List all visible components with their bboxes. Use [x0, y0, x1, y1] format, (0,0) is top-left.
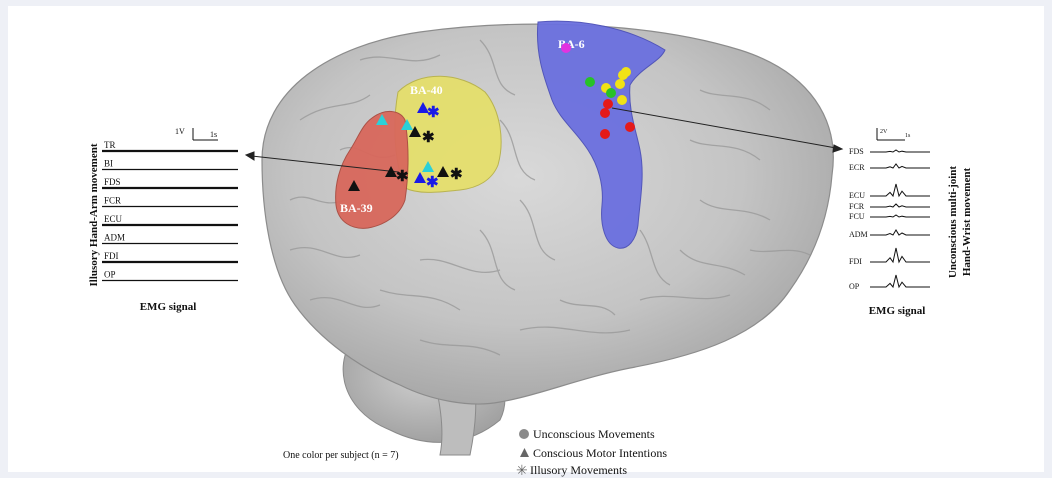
left-emg-panel: Illusory Hand-Arm movement 1V 1s TR BI FDS… — [88, 127, 238, 313]
marker-asterisk: ✱ — [450, 167, 463, 183]
right-muscle-label: FDI — [849, 257, 862, 266]
marker-circle — [561, 43, 571, 53]
right-traces: FDS ECR ECU FCRFCU ADM FDI OP — [849, 147, 930, 291]
right-muscle-label: FCR — [849, 202, 865, 211]
marker-circle — [603, 99, 613, 109]
right-footer: EMG signal — [869, 305, 926, 317]
right-emg-trace — [870, 215, 930, 217]
left-muscle-label: FDS — [104, 177, 121, 187]
left-scale-v: 1V — [175, 127, 185, 136]
marker-circle — [585, 77, 595, 87]
left-muscle-label: FCR — [104, 196, 121, 206]
left-rotated-title: Illusory Hand-Arm movement — [88, 143, 100, 286]
marker-circle — [600, 129, 610, 139]
legend-label-0: Unconscious Movements — [533, 427, 655, 441]
left-muscle-label: ECU — [104, 214, 123, 224]
left-muscle-label: BI — [104, 159, 113, 169]
subject-note: One color per subject (n = 7) — [283, 450, 399, 461]
right-emg-trace — [870, 164, 930, 168]
marker-asterisk: ✱ — [396, 169, 409, 185]
right-muscle-label: FCU — [849, 212, 865, 221]
right-emg-trace — [870, 184, 930, 196]
marker-circle — [625, 122, 635, 132]
right-scale-v: 2V — [880, 129, 888, 135]
left-traces: TR BI FDS FCR ECU ADM FDI OP — [102, 140, 238, 281]
legend-label-2: Illusory Movements — [530, 463, 627, 477]
right-emg-panel: 2V 1s FDS ECR ECU FCRFCU ADM FDI OP EMG signal… — [849, 128, 973, 317]
marker-circle — [617, 95, 627, 105]
left-muscle-label: TR — [104, 140, 116, 150]
left-footer: EMG signal — [140, 301, 197, 313]
left-scale-t: 1s — [210, 130, 217, 139]
right-muscle-label: FDS — [849, 147, 864, 156]
right-emg-trace — [870, 150, 930, 152]
region-label-ba40: BA-40 — [410, 83, 443, 97]
right-emg-trace — [870, 204, 930, 207]
right-emg-trace — [870, 248, 930, 262]
right-muscle-label: ECR — [849, 163, 865, 172]
left-muscle-label: OP — [104, 270, 116, 280]
right-rotated-title-1: Unconscious multi-joint — [947, 166, 959, 278]
marker-circle — [600, 108, 610, 118]
marker-circle — [615, 79, 625, 89]
right-muscle-label: OP — [849, 282, 860, 291]
marker-asterisk: ✱ — [427, 105, 440, 121]
legend-circle-icon — [519, 429, 529, 439]
right-muscle-label: ECU — [849, 191, 865, 200]
marker-circle — [606, 88, 616, 98]
arrow-right-head — [833, 145, 842, 152]
left-muscle-label: FDI — [104, 251, 119, 261]
right-scale-t: 1s — [905, 133, 911, 139]
marker-asterisk: ✱ — [426, 175, 439, 191]
marker-circle — [621, 67, 631, 77]
right-muscle-label: ADM — [849, 230, 868, 239]
right-emg-trace — [870, 230, 930, 235]
region-label-ba39: BA-39 — [340, 201, 373, 215]
legend-label-1: Conscious Motor Intentions — [533, 446, 667, 460]
arrow-left-head — [246, 152, 254, 160]
left-muscle-label: ADM — [104, 233, 125, 243]
right-rotated-title-2: Hand-Wrist movement — [961, 168, 973, 277]
marker-asterisk: ✱ — [422, 130, 435, 146]
right-emg-trace — [870, 275, 930, 287]
legend-asterisk-icon: ✳ — [516, 464, 528, 478]
legend-triangle-icon — [520, 448, 529, 457]
